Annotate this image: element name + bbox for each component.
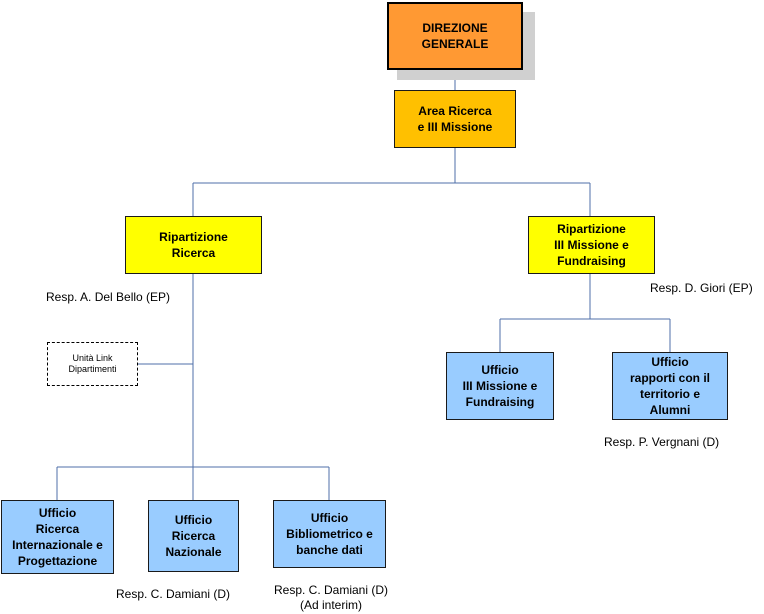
node-area-ricerca[interactable]: Area Ricerca e III Missione xyxy=(394,90,516,148)
resp-ufficio-rapporti: Resp. P. Vergnani (D) xyxy=(604,435,720,449)
node-label: DIREZIONE GENERALE xyxy=(421,21,489,51)
node-label: Ufficio Ricerca Nazionale xyxy=(165,513,222,559)
node-ufficio-nazionale[interactable]: Ufficio Ricerca Nazionale xyxy=(148,500,239,572)
node-ufficio-biblio[interactable]: Ufficio Bibliometrico e banche dati xyxy=(273,500,386,568)
resp-ripartizione-missione: Resp. D. Giori (EP) xyxy=(650,281,753,295)
node-label: Ufficio Bibliometrico e banche dati xyxy=(286,511,373,557)
node-label: Ripartizione III Missione e Fundraising xyxy=(554,222,629,268)
node-label: Unità Link Dipartimenti xyxy=(68,353,117,374)
node-ufficio-internazionale[interactable]: Ufficio Ricerca Internazionale e Progett… xyxy=(1,500,114,574)
resp-ufficio-nazionale: Resp. C. Damiani (D) xyxy=(116,587,231,601)
node-label: Ufficio Ricerca Internazionale e Progett… xyxy=(12,506,103,568)
node-ripartizione-ricerca[interactable]: Ripartizione Ricerca xyxy=(125,216,262,274)
node-direzione-generale[interactable]: DIREZIONE GENERALE xyxy=(387,2,523,70)
node-ufficio-missione[interactable]: Ufficio III Missione e Fundraising xyxy=(446,352,554,420)
node-ufficio-rapporti[interactable]: Ufficio rapporti con il territorio e Alu… xyxy=(612,352,728,420)
node-label: Ufficio III Missione e Fundraising xyxy=(462,363,538,409)
node-ripartizione-missione[interactable]: Ripartizione III Missione e Fundraising xyxy=(528,216,655,274)
node-label: Area Ricerca e III Missione xyxy=(417,104,493,134)
node-label: Ufficio rapporti con il territorio e Alu… xyxy=(629,355,710,417)
node-label: Ripartizione Ricerca xyxy=(159,230,228,260)
resp-ripartizione-ricerca: Resp. A. Del Bello (EP) xyxy=(46,290,171,304)
resp-ufficio-biblio: Resp. C. Damiani (D) (Ad interim) xyxy=(273,583,389,612)
node-unita-link[interactable]: Unità Link Dipartimenti xyxy=(47,342,138,386)
